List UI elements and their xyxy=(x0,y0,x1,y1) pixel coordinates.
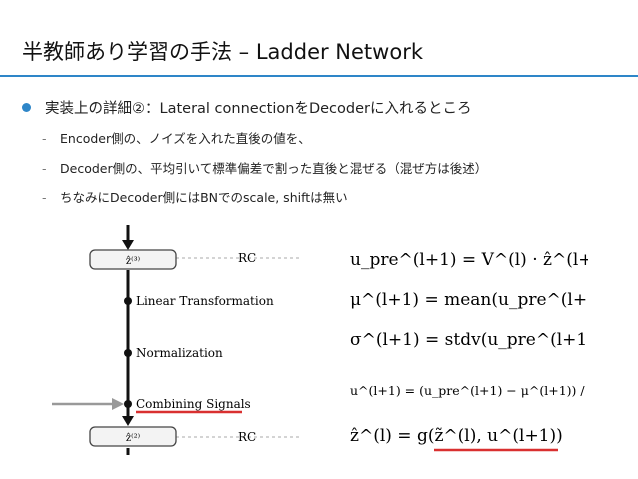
equations-svg: u_pre^(l+1) = V^(l) · ẑ^(l+1), μ^(l+1) =… xyxy=(350,250,638,452)
ladder-diagram-svg: ẑ⁽³⁾ ẑ⁽²⁾ RC RC Linear Transformation No… xyxy=(52,225,300,455)
dash-icon: - xyxy=(42,131,47,146)
equation-4: u^(l+1) = (u_pre^(l+1) − μ^(l+1)) / σ^(l… xyxy=(350,383,588,398)
step-dot-icon xyxy=(124,400,132,408)
arrow-right-icon xyxy=(112,398,124,410)
bottom-node-label: ẑ⁽²⁾ xyxy=(126,433,140,444)
step-dot-icon xyxy=(124,297,132,305)
sub-bullet-text: Decoder側の、平均引いて標準偏差で割った直後と混ぜる（混ぜ方は後述） xyxy=(60,161,488,176)
ladder-diagram: ẑ⁽³⁾ ẑ⁽²⁾ RC RC Linear Transformation No… xyxy=(48,225,300,455)
sub-bullet-text: Encoder側の、ノイズを入れた直後の値を、 xyxy=(60,131,311,146)
bottom-node-box xyxy=(89,426,177,447)
sub-bullet-text: ちなみにDecoder側にはBNでのscale, shiftは無い xyxy=(60,190,348,205)
step-normalization: Normalization xyxy=(136,346,223,360)
equation-5: ẑ^(l) = g(z̃^(l), u^(l+1)) xyxy=(350,426,563,446)
step-combining-signals: Combining Signals xyxy=(136,397,251,411)
equation-2: μ^(l+1) = mean(u_pre^(l+1)), xyxy=(350,290,588,310)
arrow-down-icon xyxy=(122,416,134,426)
step-dot-icon xyxy=(124,349,132,357)
slide-title: 半教師あり学習の手法 – Ladder Network xyxy=(22,40,423,64)
dash-icon: - xyxy=(42,190,47,205)
sub-bullet-1: -Encoder側の、ノイズを入れた直後の値を、 xyxy=(42,128,311,147)
equations-panel: u_pre^(l+1) = V^(l) · ẑ^(l+1), μ^(l+1) =… xyxy=(348,233,638,455)
top-node-label: ẑ⁽³⁾ xyxy=(126,256,140,267)
equation-3: σ^(l+1) = stdv(u_pre^(l+1)), xyxy=(350,330,588,350)
bullet-dot-icon xyxy=(22,103,31,112)
sub-bullet-3: -ちなみにDecoder側にはBNでのscale, shiftは無い xyxy=(42,187,348,206)
equation-1: u_pre^(l+1) = V^(l) · ẑ^(l+1), xyxy=(350,250,588,270)
arrow-down-icon xyxy=(122,240,134,250)
sub-bullet-2: -Decoder側の、平均引いて標準偏差で割った直後と混ぜる（混ぜ方は後述） xyxy=(42,158,487,177)
step-linear-transformation: Linear Transformation xyxy=(136,294,274,308)
rc-label-bottom: RC xyxy=(238,430,256,444)
main-bullet-text: 実装上の詳細②：Lateral connectionをDecoderに入れるとこ… xyxy=(45,101,472,117)
rc-label-top: RC xyxy=(238,251,256,265)
title-divider xyxy=(0,75,638,77)
dash-icon: - xyxy=(42,161,47,176)
top-node-box xyxy=(89,249,177,270)
main-bullet: 実装上の詳細②：Lateral connectionをDecoderに入れるとこ… xyxy=(22,97,471,118)
